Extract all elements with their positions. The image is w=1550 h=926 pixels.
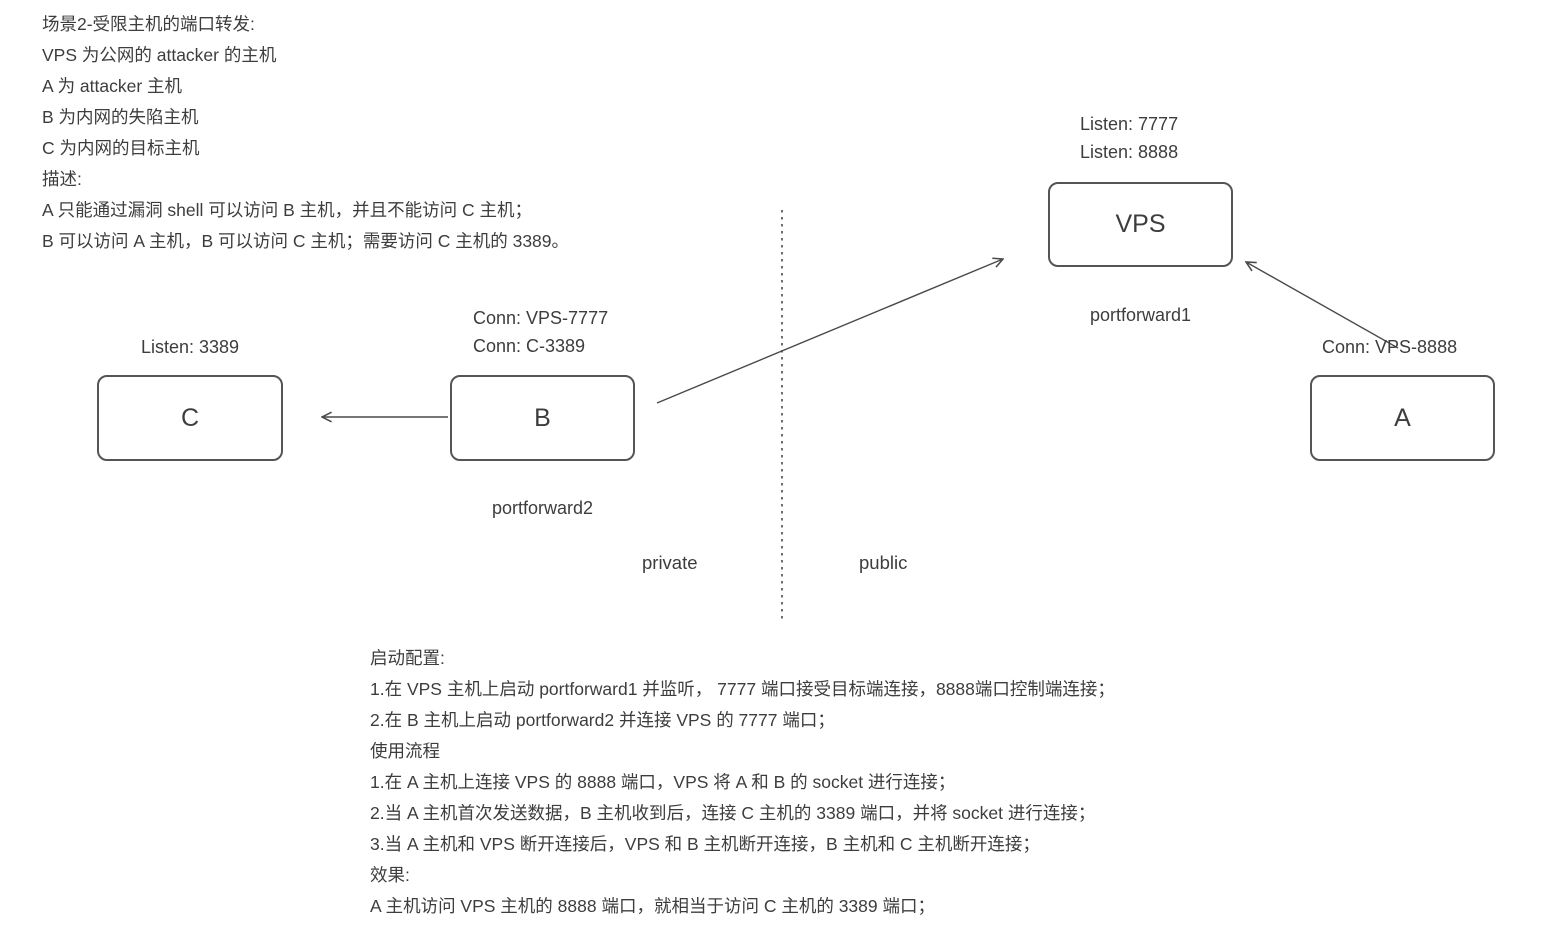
node-a-label: A [1394, 403, 1411, 432]
notes-line: 1.在 VPS 主机上启动 portforward1 并监听， 7777 端口接… [370, 679, 1115, 699]
a-conn-annotation: Conn: VPS-8888 [1322, 333, 1457, 361]
scenario-line: B 为内网的失陷主机 [42, 107, 199, 127]
vps-listen-line: Listen: 7777 [1080, 114, 1179, 134]
scenario-line: A 为 attacker 主机 [42, 76, 183, 96]
zone-label-public: public [859, 552, 908, 573]
node-b: B [450, 375, 635, 461]
notes-line: 启动配置: [370, 648, 445, 668]
scenario-description: 场景2-受限主机的端口转发: VPS 为公网的 attacker 的主机 A 为… [42, 9, 569, 257]
vps-listen-line: Listen: 8888 [1080, 142, 1179, 162]
zone-label-private: private [642, 552, 698, 573]
notes-line: A 主机访问 VPS 主机的 8888 端口，就相当于访问 C 主机的 3389… [370, 896, 935, 916]
notes-line: 1.在 A 主机上连接 VPS 的 8888 端口，VPS 将 A 和 B 的 … [370, 772, 956, 792]
b-conn-line: Conn: VPS-7777 [473, 308, 609, 328]
scenario-line: C 为内网的目标主机 [42, 138, 200, 158]
scenario-line: VPS 为公网的 attacker 的主机 [42, 45, 277, 65]
notes-line: 使用流程 [370, 741, 440, 761]
usage-notes: 启动配置: 1.在 VPS 主机上启动 portforward1 并监听， 77… [370, 643, 1115, 922]
notes-line: 2.在 B 主机上启动 portforward2 并连接 VPS 的 7777 … [370, 710, 835, 730]
notes-line: 效果: [370, 865, 410, 885]
c-listen-line: Listen: 3389 [140, 337, 240, 357]
vps-caption: portforward1 [1089, 305, 1192, 325]
c-listen-annotation: Listen: 3389 [97, 333, 283, 361]
scenario-line: B 可以访问 A 主机，B 可以访问 C 主机；需要访问 C 主机的 3389。 [42, 231, 570, 251]
node-c-label: C [180, 403, 200, 432]
a-conn-line: Conn: VPS-8888 [1322, 337, 1458, 357]
b-conn-annotation: Conn: VPS-7777 Conn: C-3389 [473, 304, 608, 360]
scenario-line: 场景2-受限主机的端口转发: [42, 14, 255, 34]
b-caption: portforward2 [491, 498, 594, 518]
arrow-b-to-vps [656, 259, 1003, 404]
vps-listen-annotation: Listen: 7777 Listen: 8888 [1080, 110, 1178, 166]
node-vps-label: VPS [1115, 210, 1166, 238]
node-c: C [97, 375, 283, 461]
notes-line: 2.当 A 主机首次发送数据，B 主机收到后，连接 C 主机的 3389 端口，… [370, 803, 1096, 823]
b-conn-line: Conn: C-3389 [473, 336, 586, 356]
node-a: A [1310, 375, 1495, 461]
node-b-label: B [534, 403, 551, 432]
scenario-line: A 只能通过漏洞 shell 可以访问 B 主机，并且不能访问 C 主机； [42, 200, 533, 220]
arrow-a-to-vps [1246, 262, 1399, 349]
notes-line: 3.当 A 主机和 VPS 断开连接后，VPS 和 B 主机断开连接，B 主机和… [370, 834, 1040, 854]
scenario-line: 描述: [42, 169, 82, 189]
node-vps: VPS [1048, 182, 1233, 267]
